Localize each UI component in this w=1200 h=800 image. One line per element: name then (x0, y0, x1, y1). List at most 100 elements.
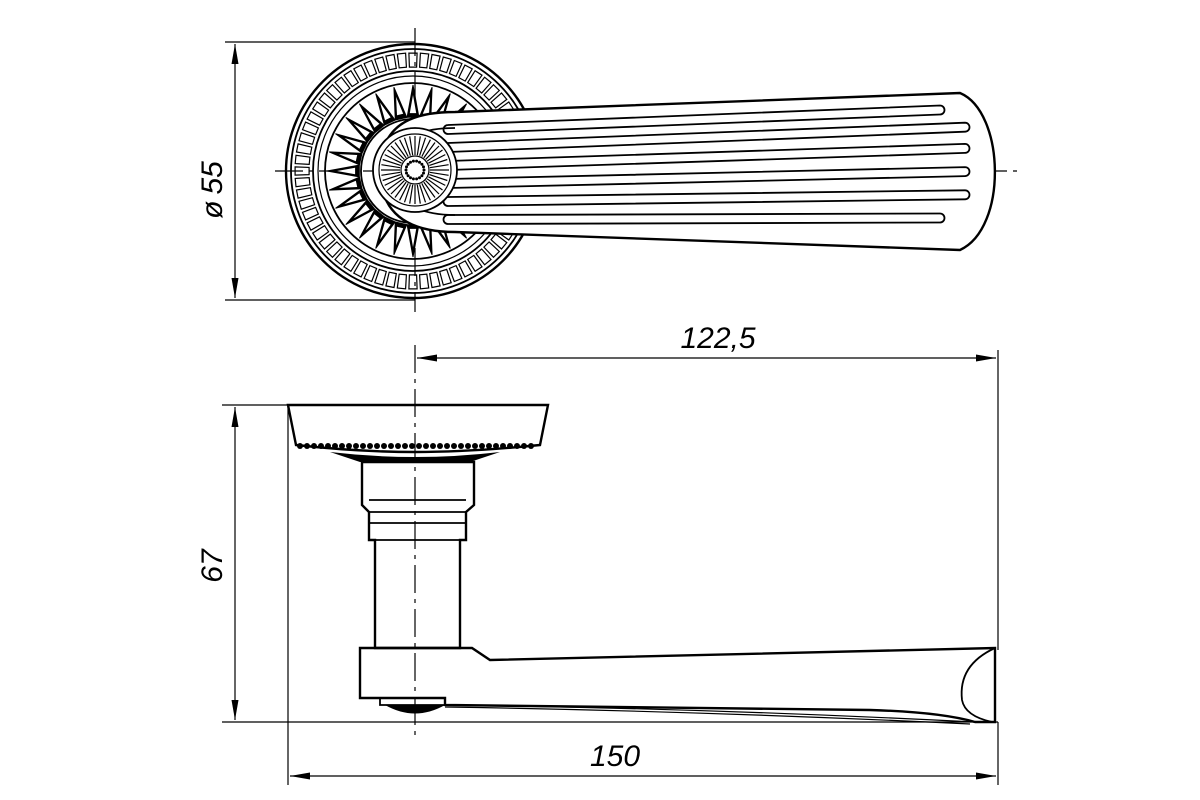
lever-end-facet (960, 647, 996, 723)
hub-ray (419, 184, 427, 203)
dimension-total-length: 150 (287, 405, 999, 785)
rose-bead (437, 443, 443, 449)
rose-petal (393, 221, 408, 255)
dimension-rose-diameter: ø55 (196, 41, 415, 301)
hub-ray (429, 158, 448, 166)
rose-notch (490, 233, 508, 250)
rose-bead (297, 443, 303, 449)
rose-bead (458, 443, 464, 449)
rose-petal-highlight (396, 96, 404, 116)
rose-petal (329, 151, 363, 166)
rose-underside (330, 452, 500, 462)
rose-notch (483, 83, 501, 101)
rose-petal-highlight (409, 95, 417, 114)
hub-dot (418, 176, 421, 180)
rose-bead (507, 443, 513, 449)
rose-notch (475, 76, 492, 94)
hub-dot (418, 160, 421, 164)
rose-bead (360, 443, 366, 449)
hub-ray (426, 178, 443, 191)
rose-notch (295, 143, 313, 155)
rose-notch (334, 76, 351, 94)
hub-ray (425, 145, 440, 160)
rose-bead (479, 443, 485, 449)
lever-base-cap (385, 705, 445, 714)
rose-petal-highlight (353, 123, 370, 138)
rose-notch (352, 64, 368, 82)
rose-notch (318, 92, 336, 109)
rose-notch (298, 196, 316, 210)
hub-ray (403, 184, 411, 203)
rose-notch (294, 154, 311, 166)
rose-notch (396, 273, 408, 290)
hub-dot (420, 162, 424, 166)
rose-notch (396, 52, 408, 69)
rose-bead (451, 443, 457, 449)
rose-profile-bead-row (297, 443, 534, 462)
hub-dot (411, 177, 415, 181)
hub-core (400, 155, 430, 185)
dimension-label-length: 150 (590, 740, 640, 773)
hub-dot (422, 171, 425, 175)
hub-ray (428, 176, 446, 186)
hub-ray (423, 181, 436, 198)
hub-ray (381, 164, 401, 169)
hub-dot (406, 162, 410, 166)
hub-dot (415, 177, 419, 181)
rose-bead (402, 443, 408, 449)
lever-bottom-edge (444, 704, 976, 723)
rose-bead (500, 443, 506, 449)
rose-notch (325, 83, 343, 101)
rose-bead (346, 443, 352, 449)
rose-profile (286, 403, 550, 462)
hub-ray (384, 176, 402, 186)
rose-bead (430, 443, 436, 449)
rose-bead (332, 443, 338, 449)
rose-notch (298, 132, 316, 146)
hub-ray (425, 180, 440, 195)
rose-petal-highlight (353, 204, 370, 219)
side-view: 122,5 67 150 (196, 322, 999, 785)
rose-bead (374, 443, 380, 449)
dimension-label-height: 67 (196, 548, 229, 583)
rose-bead (325, 443, 331, 449)
rose-notch (438, 56, 452, 74)
rose-bead (521, 443, 527, 449)
rose-notch (294, 166, 310, 176)
rose-bead (493, 443, 499, 449)
diameter-symbol: ø (196, 201, 229, 219)
hub-ray (403, 137, 411, 156)
rose-notch (306, 216, 324, 232)
rose-notch (385, 271, 397, 289)
rose-notch (363, 264, 378, 283)
rose-notch (458, 64, 474, 82)
rose-bead (423, 443, 429, 449)
rose-notch (374, 56, 388, 74)
rose-notch (311, 101, 330, 118)
rose-notch (325, 241, 343, 259)
rose-notch (458, 260, 474, 278)
hub-ray (409, 136, 414, 156)
rose-petal-highlight (338, 154, 358, 162)
lever-groove (442, 212, 946, 225)
lever-groove (442, 104, 946, 135)
rose-petal-highlight (337, 167, 356, 175)
rose-bead (353, 443, 359, 449)
rose-petal-highlight (365, 111, 380, 128)
rose-notch (343, 254, 360, 273)
rose-notch (294, 176, 311, 188)
rose-bead (528, 443, 534, 449)
handle-neck (360, 460, 476, 650)
rose-notch (352, 260, 368, 278)
dimension-label-diameter: ø55 (196, 161, 229, 219)
hub-rays (381, 136, 449, 204)
dimension-lever-reach: 122,5 (417, 322, 999, 650)
rose-bead (395, 443, 401, 449)
hub-dot (406, 174, 410, 178)
rose-notch (385, 53, 397, 71)
dimension-label-reach: 122,5 (680, 322, 755, 355)
rose-notch (408, 274, 418, 290)
rose-notch (363, 59, 378, 78)
hub-ray (416, 184, 421, 204)
